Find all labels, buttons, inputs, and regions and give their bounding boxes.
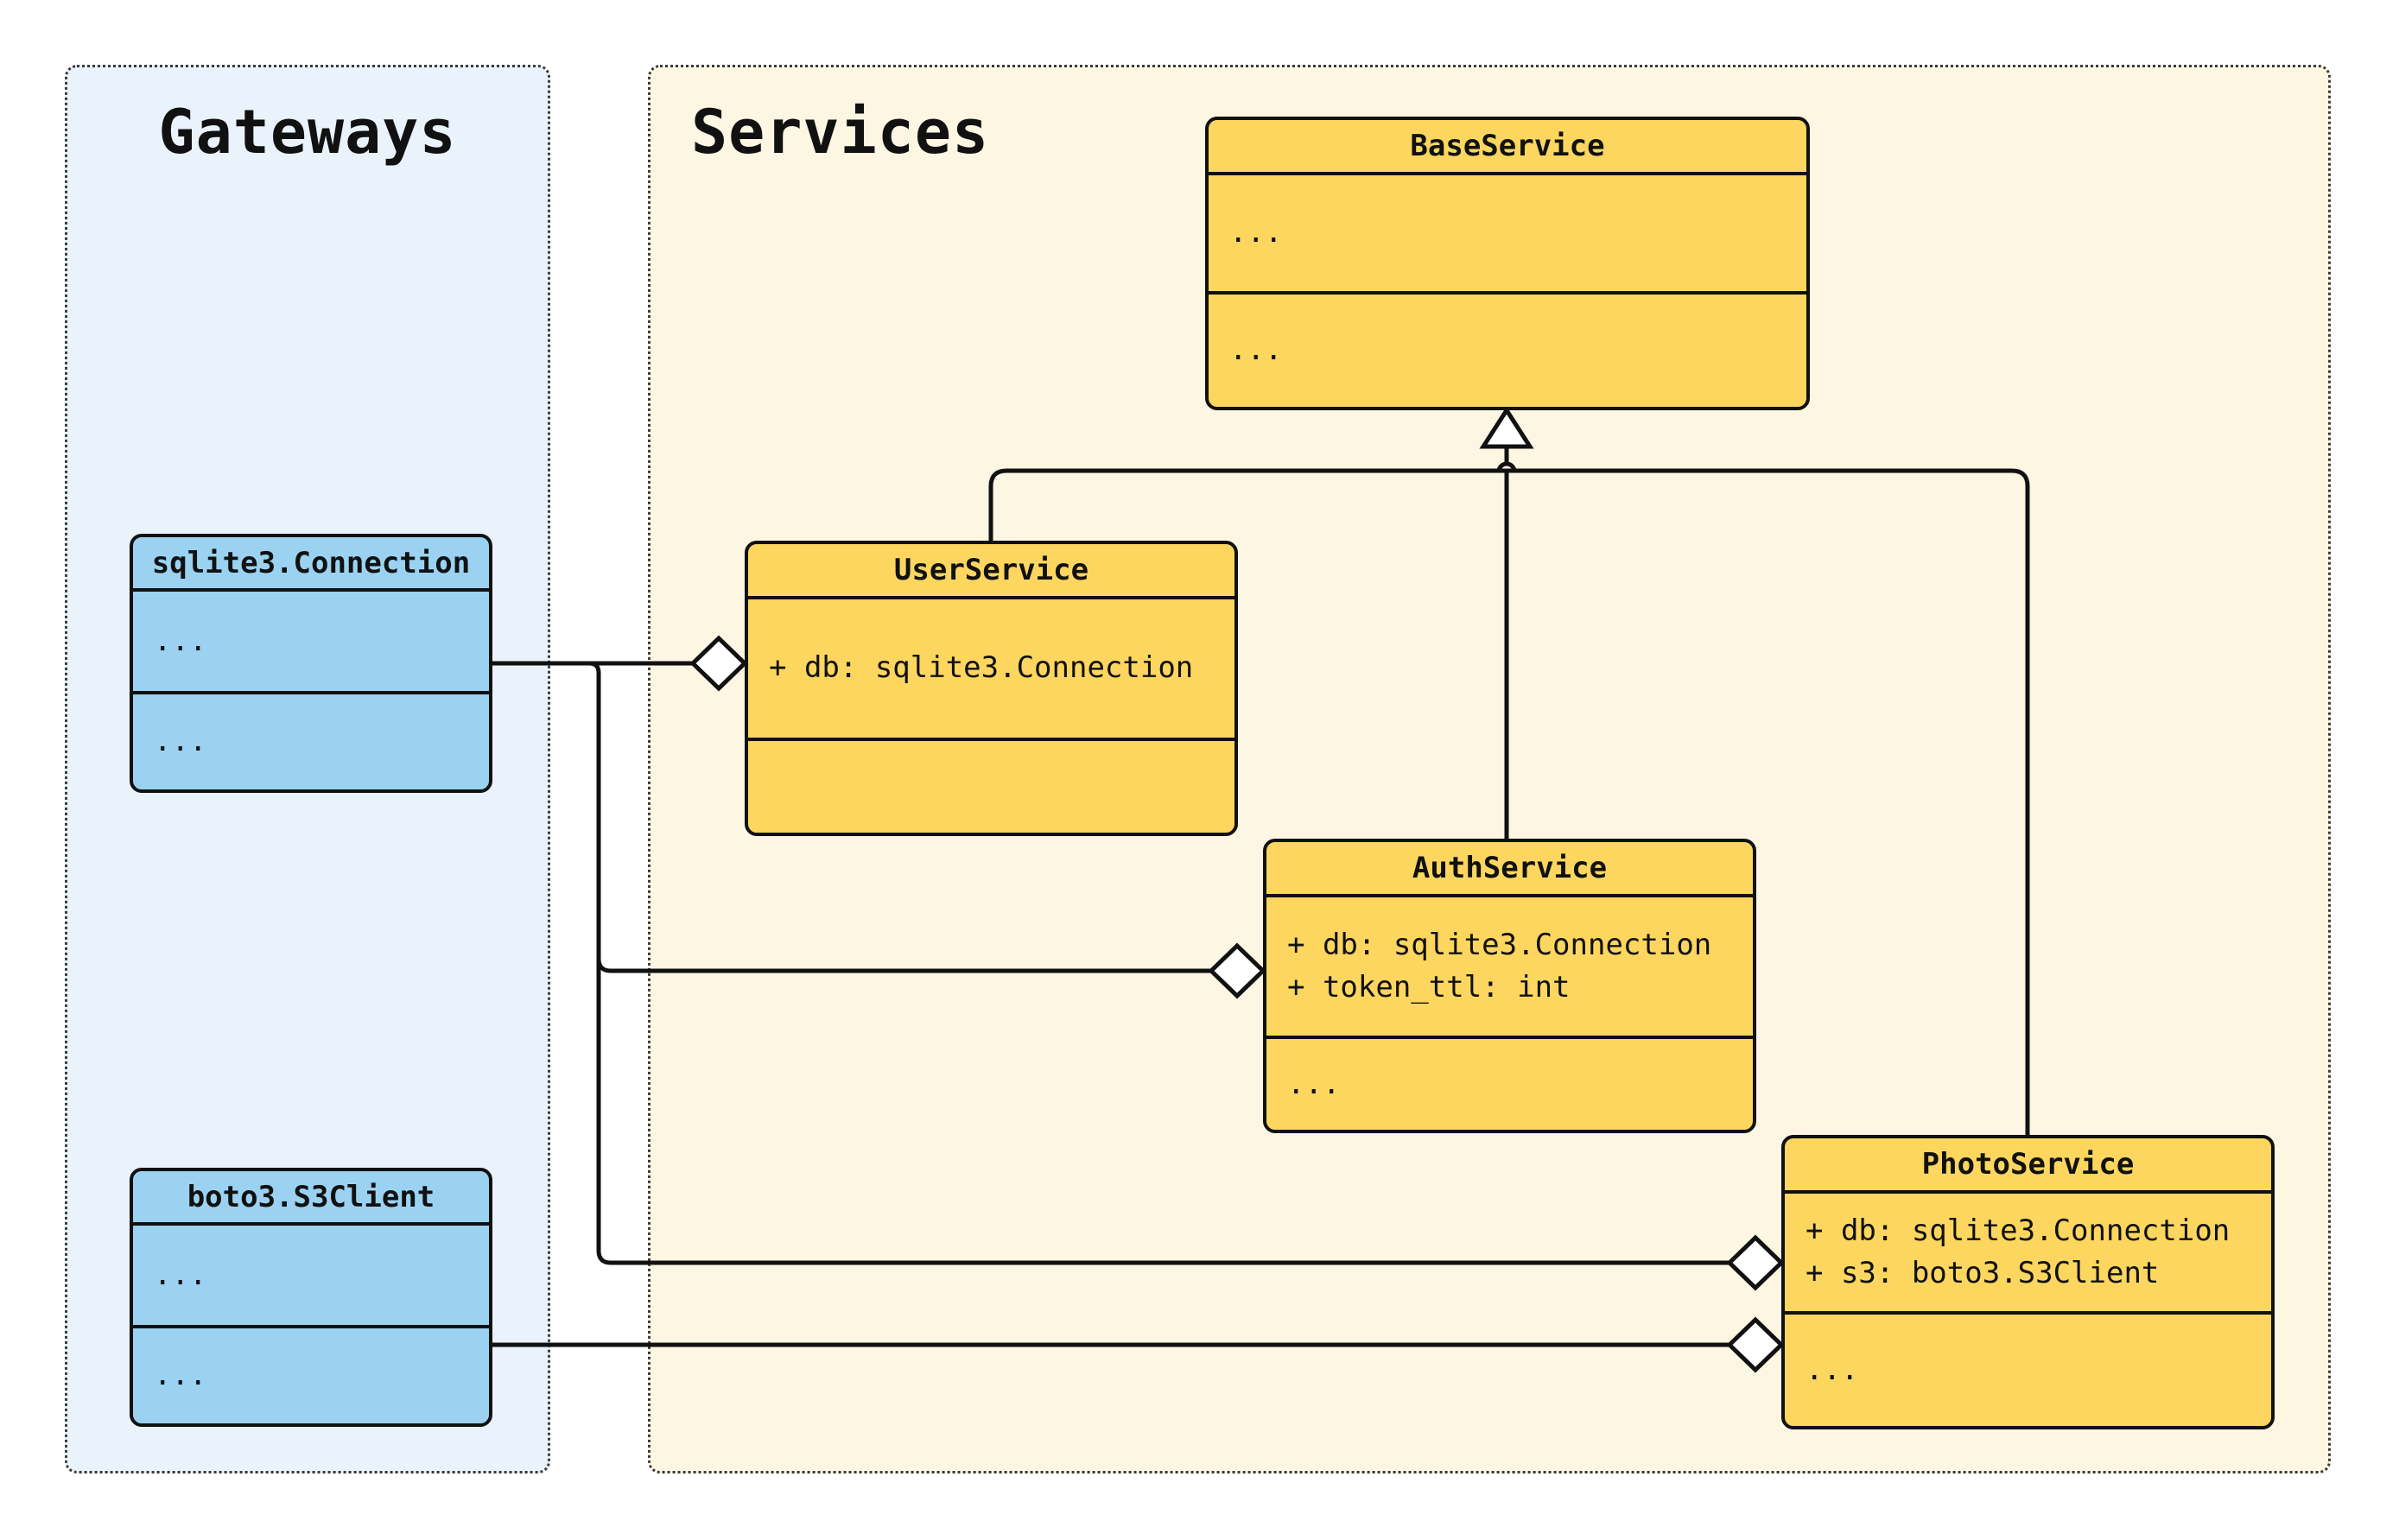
group-gateways-title: Gateways <box>158 97 457 168</box>
methods-section: ... <box>133 694 489 789</box>
class-userservice: UserService + db: sqlite3.Connection <box>745 541 1238 836</box>
class-photoservice: PhotoService + db: sqlite3.Connection + … <box>1781 1135 2275 1429</box>
aggregation-diamond-photoservice-db-icon <box>1726 1234 1785 1291</box>
attribute-line: ... <box>1229 215 1283 250</box>
class-authservice: AuthService + db: sqlite3.Connection + t… <box>1263 839 1756 1133</box>
attribute-line: ... <box>154 623 207 658</box>
methods-section: ... <box>1209 295 1806 407</box>
line-hop-arc <box>1496 461 1517 472</box>
methods-section <box>748 741 1234 833</box>
class-boto3-s3client: boto3.S3Client ... ... <box>130 1168 492 1427</box>
method-line: ... <box>1287 1066 1341 1101</box>
attributes-section: + db: sqlite3.Connection <box>748 599 1234 741</box>
group-services-title: Services <box>691 97 990 168</box>
inheritance-triangle-icon <box>1479 406 1534 449</box>
attribute-line: + db: sqlite3.Connection <box>769 650 1194 686</box>
aggregation-diamond-photoservice-s3-icon <box>1726 1316 1785 1373</box>
attribute-line: + s3: boto3.S3Client <box>1806 1256 2160 1290</box>
class-title: BaseService <box>1209 120 1806 175</box>
attribute-line: + token_ttl: int <box>1287 970 1571 1004</box>
aggregation-diamond-userservice-icon <box>689 635 748 692</box>
methods-section: ... <box>1785 1315 2271 1426</box>
method-line: ... <box>154 1358 207 1393</box>
class-title: boto3.S3Client <box>133 1171 489 1226</box>
attributes-section: + db: sqlite3.Connection + token_ttl: in… <box>1266 897 1753 1039</box>
inheritance-bus-line <box>988 468 2030 1135</box>
attribute-line: + db: sqlite3.Connection <box>1287 927 1712 962</box>
attribute-line: ... <box>154 1257 207 1292</box>
method-line: ... <box>1806 1352 1859 1387</box>
class-baseservice: BaseService ... ... <box>1205 117 1810 410</box>
method-line: ... <box>154 724 207 759</box>
attributes-section: ... <box>133 1226 489 1328</box>
method-line: ... <box>1229 333 1283 368</box>
attributes-section: ... <box>133 592 489 694</box>
attribute-line: + db: sqlite3.Connection <box>1806 1213 2231 1248</box>
class-sqlite3-connection: sqlite3.Connection ... ... <box>130 534 492 793</box>
attributes-section: ... <box>1209 175 1806 295</box>
aggregation-diamond-authservice-icon <box>1208 942 1266 999</box>
class-title: sqlite3.Connection <box>133 537 489 592</box>
aggregation-sqlite-authservice-line <box>596 958 1211 973</box>
class-title: AuthService <box>1266 842 1753 897</box>
class-title: PhotoService <box>1785 1138 2271 1194</box>
class-title: UserService <box>748 544 1234 599</box>
methods-section: ... <box>1266 1039 1753 1130</box>
attributes-section: + db: sqlite3.Connection + s3: boto3.S3C… <box>1785 1194 2271 1315</box>
methods-section: ... <box>133 1328 489 1423</box>
aggregation-branch-line <box>588 661 1729 1265</box>
